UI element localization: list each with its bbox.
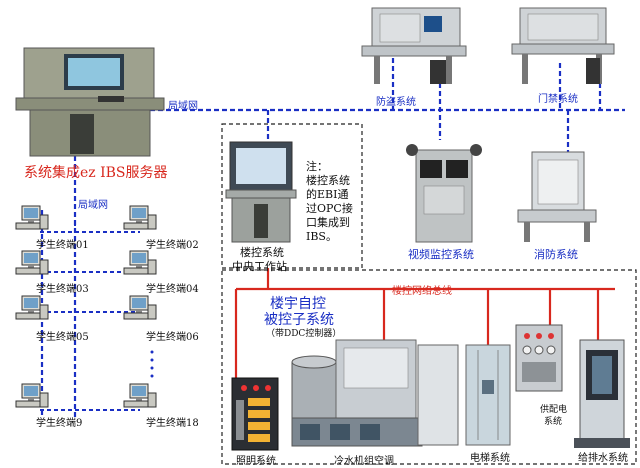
security-console <box>361 7 467 84</box>
water-system <box>574 339 630 448</box>
note-line: 注： <box>306 160 328 173</box>
note-text: 注： 楼控系统 的EBI通 过OPC接 口集成到 IBS。 <box>306 160 353 244</box>
terminal-label: 学生终端01 <box>36 240 89 251</box>
workstation-label-2: 中央工作站 <box>232 260 287 273</box>
terminal-label: 学生终端03 <box>36 284 89 295</box>
terminal-label: 学生终端9 <box>36 418 83 429</box>
controlled-title-1: 楼宇自控 <box>270 296 326 312</box>
video-label: 视频监控系统 <box>408 248 474 261</box>
power-cabinet <box>515 324 563 392</box>
elevator-tower <box>417 344 511 446</box>
note-line: 过OPC接 <box>306 202 353 215</box>
terminal-label: 学生终端02 <box>146 240 199 251</box>
fire-label: 消防系统 <box>534 248 578 261</box>
control-bus <box>234 268 615 380</box>
note-line: 的EBI通 <box>306 188 349 201</box>
terminal-label: 学生终端18 <box>146 418 199 429</box>
fire-console <box>517 151 597 242</box>
computer-icon <box>15 205 49 230</box>
workstation-label-1: 楼控系统 <box>240 246 284 259</box>
server-console <box>15 47 165 157</box>
access-label: 门禁系统 <box>538 94 578 105</box>
computer-icon <box>123 295 157 320</box>
controlled-title-2: 被控子系统 <box>264 312 334 328</box>
hvac-label: 冷水机组空调 <box>334 456 394 467</box>
server-label: 系统集成ez IBS服务器 <box>24 165 168 181</box>
note-line: IBS。 <box>306 230 337 243</box>
lighting-cabinet <box>231 377 279 451</box>
controlled-subtitle: （带DDC控制器） <box>266 329 342 339</box>
computer-icon <box>15 295 49 320</box>
computer-icon <box>123 383 157 408</box>
workstation-frame <box>221 123 363 269</box>
water-label: 给排水系统 <box>578 453 628 464</box>
power-label-2: 系统 <box>544 417 563 427</box>
computer-icon <box>123 250 157 275</box>
terminal-dots <box>150 350 154 378</box>
video-console <box>406 144 482 243</box>
security-label: 防盗系统 <box>376 97 416 108</box>
computer-icon <box>15 383 49 408</box>
terminal-label: 学生终端05 <box>36 332 89 343</box>
terminal-branches <box>40 222 140 411</box>
note-line: 口集成到 <box>306 216 350 229</box>
lan-label-top: 局域网 <box>168 101 198 112</box>
terminal-label: 学生终端04 <box>146 284 199 295</box>
bus-label: 楼控网络总线 <box>392 286 452 297</box>
elevator-label: 电梯系统 <box>470 453 510 464</box>
terminal-label: 学生终端06 <box>146 332 199 343</box>
lighting-label: 照明系统 <box>236 456 276 467</box>
access-console <box>511 7 615 84</box>
note-line: 楼控系统 <box>306 174 350 187</box>
hvac-equipment <box>291 339 423 447</box>
computer-icon <box>123 205 157 230</box>
controlled-frame <box>221 269 637 465</box>
computer-icon <box>15 250 49 275</box>
central-workstation <box>225 141 297 243</box>
lan-label-left: 局域网 <box>78 200 108 211</box>
power-label-1: 供配电 <box>540 405 568 415</box>
